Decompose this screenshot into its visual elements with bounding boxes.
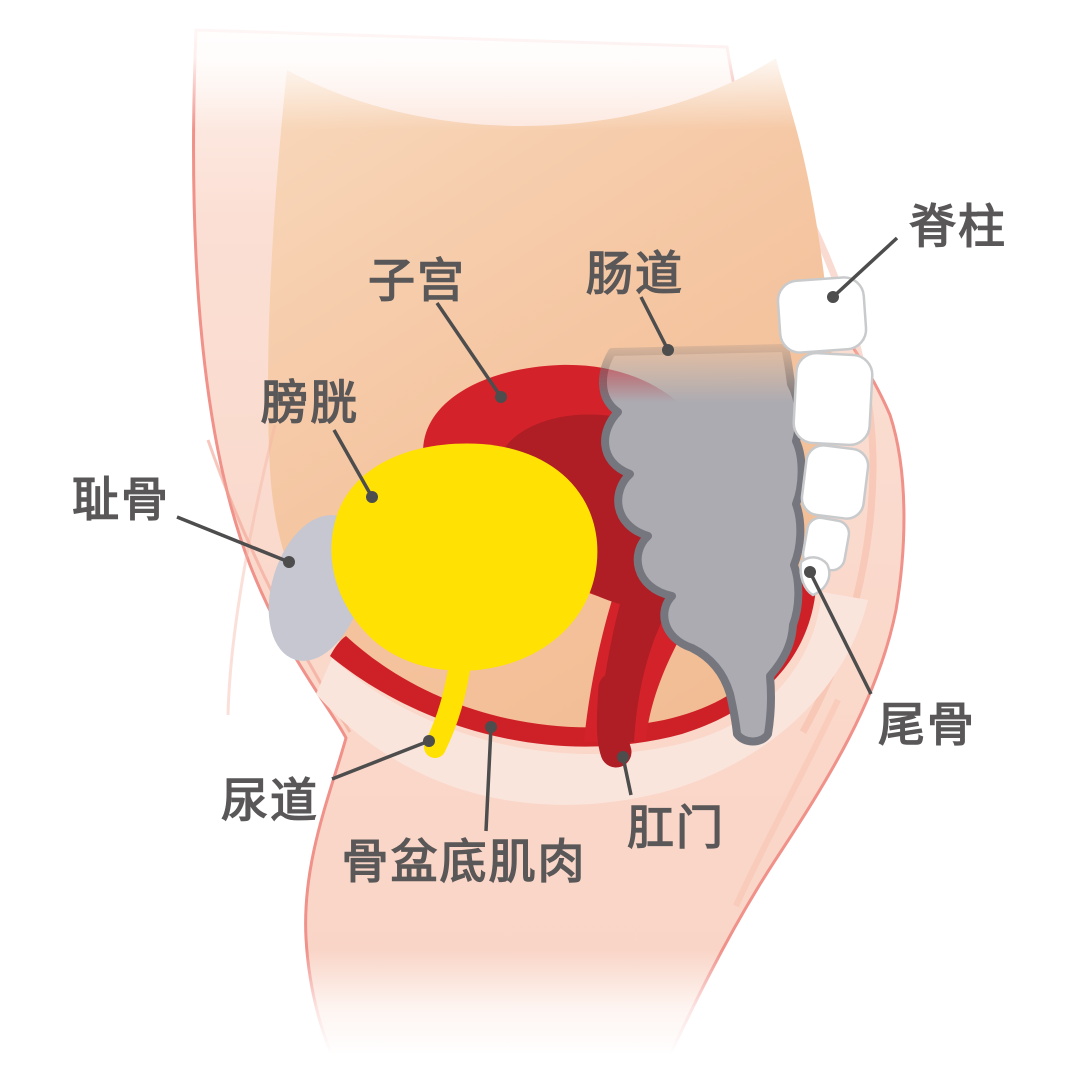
tailbone-leader-line [808,571,873,695]
pelvic-floor-leader-line [484,726,493,832]
anus-label: 肛门 [627,801,725,854]
uterus-dot [495,391,507,403]
tailbone-label: 尾骨 [878,698,976,751]
spine-label: 脊柱 [909,200,1007,253]
pubic-bone-leader-line [176,515,290,564]
uterus-label: 子宫 [368,254,466,307]
sub-muscle-layer [316,592,868,805]
uterus-leader-line [435,302,503,398]
spine-dot [827,291,839,303]
vertebra [800,444,870,520]
bladder-dot [366,491,378,503]
anus-leader-line [621,756,633,796]
bowel-leader-line [639,296,670,351]
spine-column [776,276,874,597]
vertebra [776,276,868,354]
top-fade [0,0,1080,130]
bladder-label: 膀胱 [261,376,359,429]
pelvic-floor-dot [485,721,497,733]
pubic-bone-dot [283,556,295,568]
bottom-fade [0,950,1080,1080]
spine-leader-line [831,236,899,299]
anus-dot [617,751,629,763]
pubic-bone-label: 耻骨 [72,473,170,526]
bladder-shape [331,443,598,671]
vertebra [792,351,874,447]
urethra-leader-line [331,739,430,781]
canal-tube [596,672,632,768]
belly-fold-line [226,424,277,716]
urethra-dot [423,735,435,747]
bowel-shape [598,344,806,746]
bowel-dot [662,344,674,356]
bladder-leader-line [332,429,374,498]
tailbone-dot [804,566,816,578]
urethra-label: 尿道 [221,774,319,827]
leader-lines [176,236,899,832]
thigh-inner-contour [733,698,841,908]
leader-dots [283,291,839,763]
bowel-label: 肠道 [586,247,684,300]
pelvic-floor-label: 骨盆底肌肉 [342,835,587,888]
